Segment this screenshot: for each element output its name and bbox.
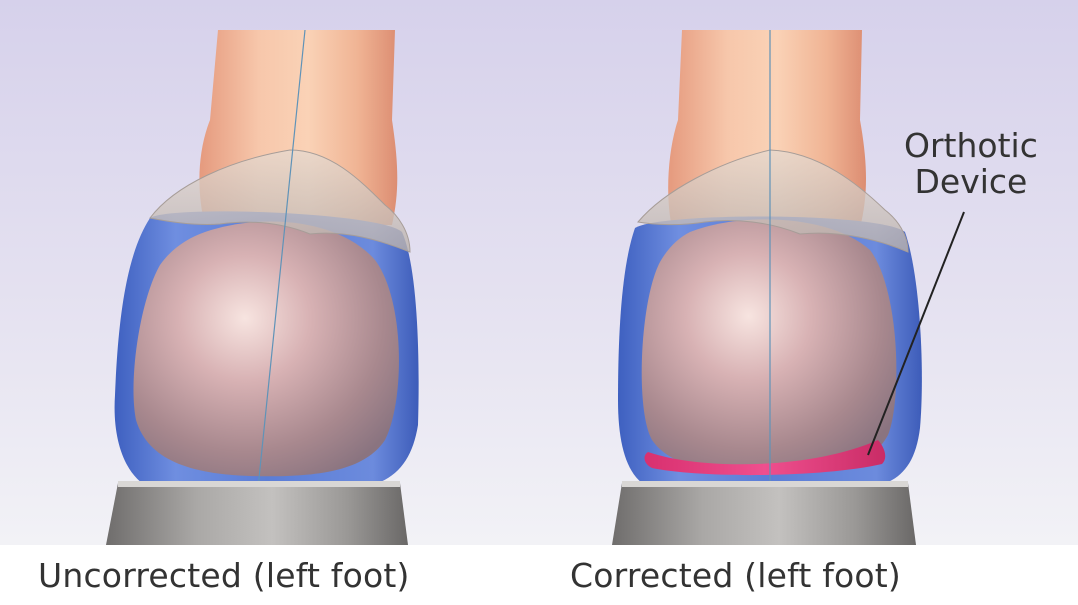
callout-line-1: Orthotic <box>904 128 1038 164</box>
left-heel <box>133 221 398 476</box>
right-base-rim <box>622 481 908 487</box>
caption-corrected: Corrected (left foot) <box>570 556 901 595</box>
left-base-rim <box>118 481 400 487</box>
caption-uncorrected: Uncorrected (left foot) <box>38 556 410 595</box>
right-heel <box>642 219 897 474</box>
right-base <box>612 483 916 545</box>
orthotic-device-label: Orthotic Device <box>904 128 1038 200</box>
callout-line-2: Device <box>904 164 1038 200</box>
left-base <box>106 483 408 545</box>
